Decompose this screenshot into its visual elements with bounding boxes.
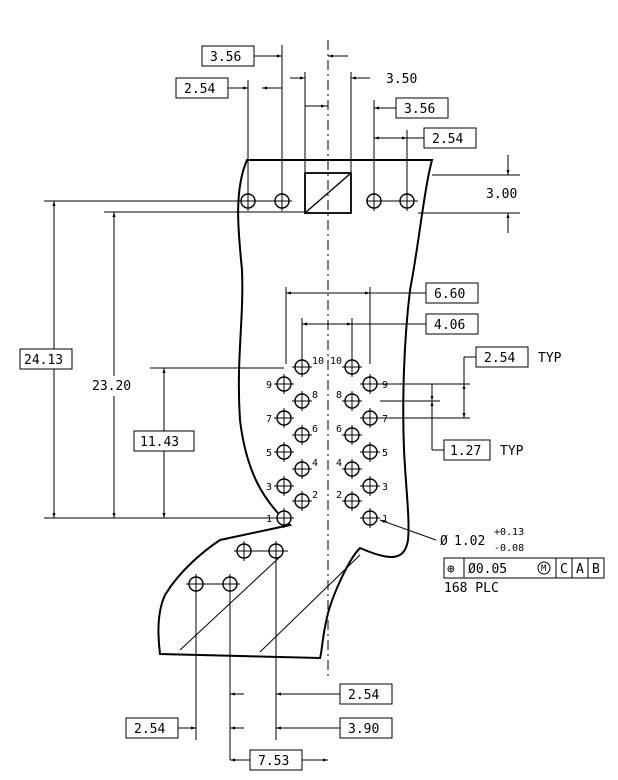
- pin-number: 6: [312, 424, 318, 435]
- pin-number: 7: [266, 414, 272, 425]
- dim-11-43: 11.43: [140, 435, 179, 450]
- board-outline: [157, 159, 434, 660]
- typ-label-2: TYP: [500, 444, 524, 459]
- pin-number: 1: [382, 514, 388, 525]
- dim-3-56-left: 3.56: [210, 50, 241, 65]
- plc-count: 168 PLC: [444, 581, 499, 596]
- pin-number: 2: [312, 490, 318, 501]
- dim-6-60: 6.60: [434, 287, 465, 302]
- typ-dimensions: 2.54 TYP 1.27 TYP: [380, 346, 562, 461]
- dim-24-13: 24.13: [24, 353, 63, 368]
- dim-3-00: 3.00: [486, 187, 517, 202]
- mmc-modifier: M: [541, 564, 547, 574]
- hatch-lines: [179, 554, 361, 653]
- datum-b: B: [592, 562, 600, 577]
- dim-3-56-right: 3.56: [404, 102, 435, 117]
- tolerance-plus: +0.13: [494, 527, 524, 538]
- pin-number: 7: [382, 414, 388, 425]
- middle-dimensions: 6.60 4.06: [285, 282, 479, 364]
- pin-number: 1: [266, 514, 272, 525]
- dim-3-90: 3.90: [348, 722, 379, 737]
- pin-number: 4: [336, 458, 342, 469]
- hole-callout: Ø 1.02 +0.13 -0.08 ⊕ Ø0.05 M C A B 168 P…: [379, 519, 605, 596]
- top-dimensions: 3.56 2.54 3.50 3.56 2.54: [175, 45, 477, 192]
- pin-number: 9: [382, 380, 388, 391]
- pin-number: 9: [266, 380, 272, 391]
- dim-23-20: 23.20: [92, 379, 131, 394]
- bottom-dimensions: 2.54 2.54 3.90 7.53: [125, 561, 393, 771]
- position-symbol: ⊕: [447, 562, 455, 577]
- pin-number: 3: [266, 482, 272, 493]
- pin-number: 5: [266, 448, 272, 459]
- dim-3-00-group: 3.00: [418, 155, 520, 233]
- pin-number: 5: [382, 448, 388, 459]
- pin-array: 9 9 7 7 5 5 3 3 1 1 10 10 8 8 6 6 4 4 2 2: [266, 356, 388, 528]
- dim-3-50: 3.50: [386, 72, 417, 87]
- typ-label-1: TYP: [538, 351, 562, 366]
- left-vertical-dimensions: 24.13 23.20 11.43: [19, 200, 305, 519]
- pin-number: 10: [312, 356, 324, 367]
- dim-2-54-bottom-left: 2.54: [134, 722, 165, 737]
- datum-c: C: [560, 562, 568, 577]
- datum-a: A: [576, 562, 584, 577]
- dim-4-06: 4.06: [434, 318, 465, 333]
- bottom-holes: [186, 541, 288, 594]
- dim-7-53: 7.53: [258, 754, 289, 769]
- pin-number: 8: [312, 390, 318, 401]
- top-key-rectangle: [304, 172, 352, 214]
- tolerance-minus: -0.08: [494, 543, 524, 554]
- pin-number: 10: [330, 356, 342, 367]
- dim-2-54-left: 2.54: [184, 82, 215, 97]
- pin-number: 2: [336, 490, 342, 501]
- dim-1-27-typ: 1.27: [450, 444, 481, 459]
- top-holes: [236, 191, 418, 211]
- dim-2-54-bottom-right: 2.54: [348, 688, 379, 703]
- pin-number: 4: [312, 458, 318, 469]
- diameter-symbol: Ø: [440, 534, 448, 549]
- pin-number: 3: [382, 482, 388, 493]
- hole-diameter: 1.02: [454, 534, 485, 549]
- dim-2-54-right: 2.54: [432, 132, 463, 147]
- pin-number: 6: [336, 424, 342, 435]
- pin-number: 8: [336, 390, 342, 401]
- fcf-value: Ø0.05: [468, 562, 507, 577]
- dim-2-54-typ: 2.54: [484, 351, 515, 366]
